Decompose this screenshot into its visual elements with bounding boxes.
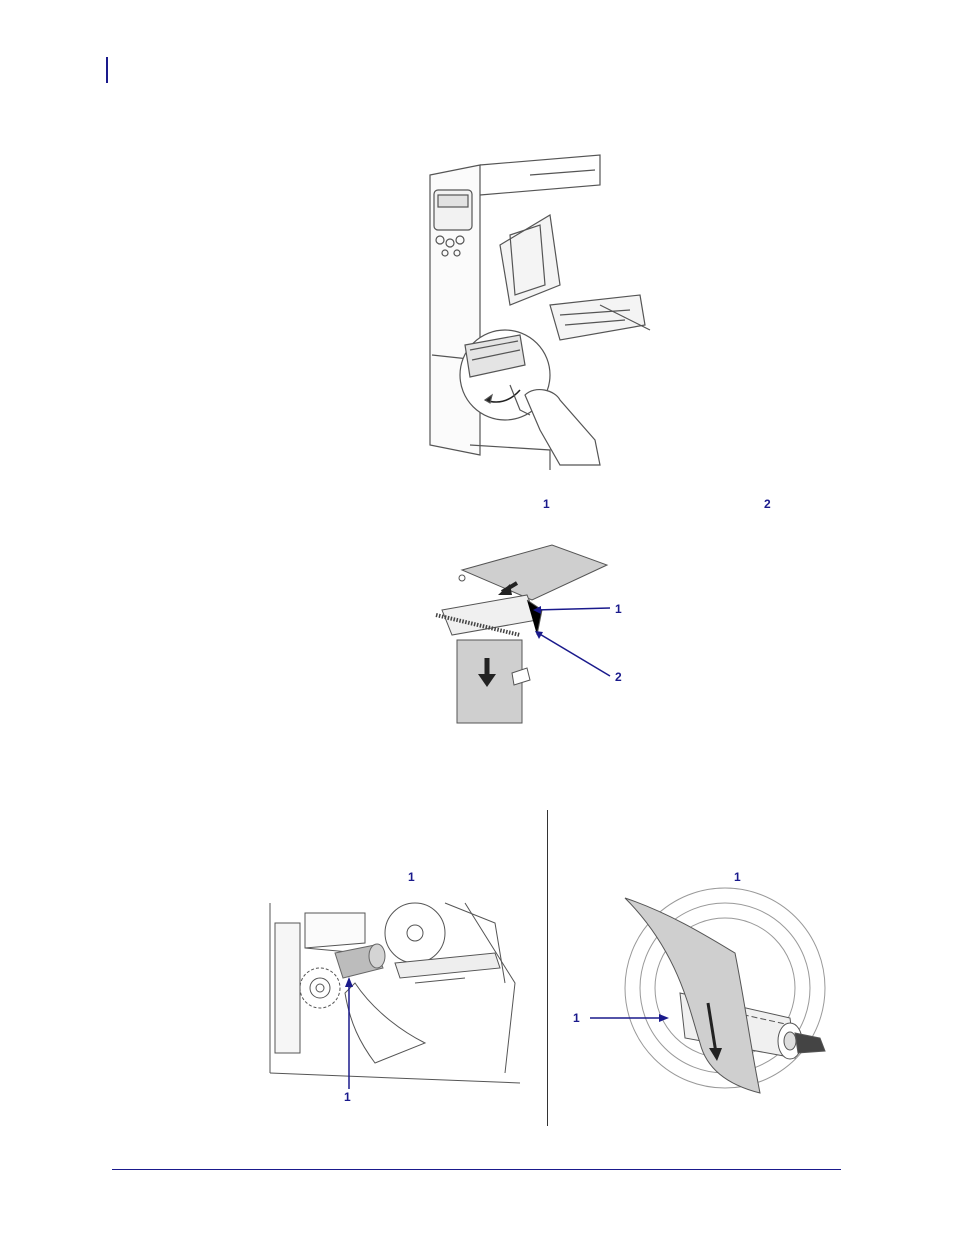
- media-roller-illustration: [610, 893, 840, 1098]
- fig4-callout: 1: [573, 1012, 580, 1024]
- footer-rule: [112, 1169, 841, 1170]
- printer-illustration: [410, 145, 660, 475]
- fig4-leader-line: [585, 1010, 675, 1030]
- right-heading-callout: 1: [734, 871, 741, 883]
- step-callout-2: 2: [764, 498, 771, 510]
- fig2-callout-2: 2: [615, 671, 622, 683]
- fig3-callout: 1: [344, 1091, 351, 1103]
- margin-marker: [106, 57, 108, 83]
- fig2-callout-1: 1: [615, 603, 622, 615]
- fig2-leader-lines: [530, 600, 620, 680]
- column-divider: [547, 810, 548, 1126]
- step-callout-1: 1: [543, 498, 550, 510]
- left-heading-callout: 1: [408, 871, 415, 883]
- rewind-mechanism-illustration: [265, 893, 530, 1085]
